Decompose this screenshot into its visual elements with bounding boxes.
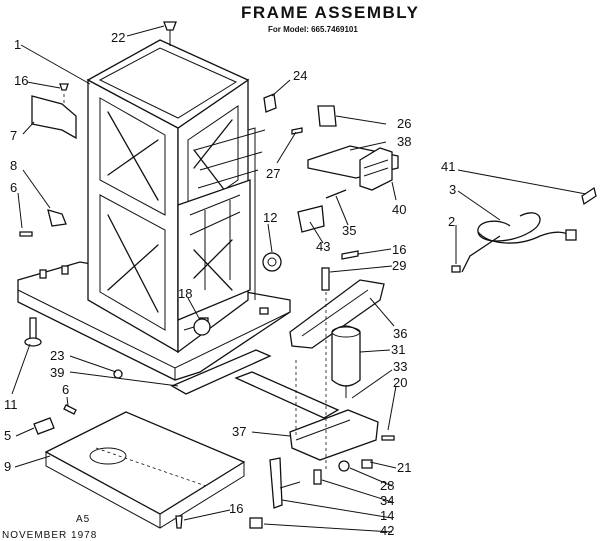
callout-3: 3 (449, 182, 456, 197)
leader-lines (11, 25, 587, 533)
callout-2: 2 (448, 214, 455, 229)
callout-11: 11 (4, 397, 18, 412)
callout-40: 40 (392, 202, 406, 217)
leveling-foot-part (24, 337, 42, 347)
callout-14: 14 (380, 508, 394, 523)
callout-18: 18 (178, 286, 192, 301)
model-subtitle: For Model: 665.7469101 (268, 25, 358, 34)
knob-part (163, 21, 177, 31)
callout-31: 31 (391, 342, 405, 357)
foam-strip-part (170, 349, 272, 395)
callout-33: 33 (393, 359, 407, 374)
callout-12: 12 (263, 210, 277, 225)
callout-labels: 1 16 22 7 8 6 12 18 24 26 38 27 40 35 43… (4, 30, 456, 538)
base-pan-part (44, 411, 246, 515)
diagram-title: FRAME ASSEMBLY (241, 3, 419, 22)
callout-6: 6 (62, 382, 69, 397)
switch-block-part (317, 105, 337, 127)
callout-21: 21 (397, 460, 411, 475)
actuator-plate-part (289, 279, 385, 349)
callout-27: 27 (266, 166, 280, 181)
callout-16: 16 (14, 73, 28, 88)
callout-16: 16 (392, 242, 406, 257)
callout-7: 7 (10, 128, 17, 143)
callout-42: 42 (380, 523, 394, 538)
callout-34: 34 (380, 493, 394, 508)
callout-22: 22 (111, 30, 125, 45)
callout-24: 24 (293, 68, 307, 83)
callout-5: 5 (4, 428, 11, 443)
callout-23: 23 (50, 348, 64, 363)
footer-code: A5 (76, 514, 90, 525)
callout-41: 41 (441, 159, 455, 174)
callout-6: 6 (10, 180, 17, 195)
callout-35: 35 (342, 223, 356, 238)
switch-part (262, 252, 282, 272)
footer-date: NOVEMBER 1978 (2, 530, 97, 541)
callout-16: 16 (229, 501, 243, 516)
callout-36: 36 (393, 326, 407, 341)
callout-37: 37 (232, 424, 246, 439)
callout-9: 9 (4, 459, 11, 474)
callout-43: 43 (316, 239, 330, 254)
callout-20: 20 (393, 375, 407, 390)
callout-28: 28 (380, 478, 394, 493)
power-cord-group (451, 186, 597, 273)
callout-38: 38 (397, 134, 411, 149)
callout-1: 1 (14, 37, 21, 52)
motor-part (331, 325, 361, 387)
mounting-bracket-part (31, 95, 77, 140)
callout-39: 39 (50, 365, 64, 380)
callout-8: 8 (10, 158, 17, 173)
callout-29: 29 (392, 258, 406, 273)
frame-tower (17, 39, 291, 381)
lever-part (269, 457, 283, 509)
base-rail-part (234, 371, 340, 419)
callout-26: 26 (397, 116, 411, 131)
